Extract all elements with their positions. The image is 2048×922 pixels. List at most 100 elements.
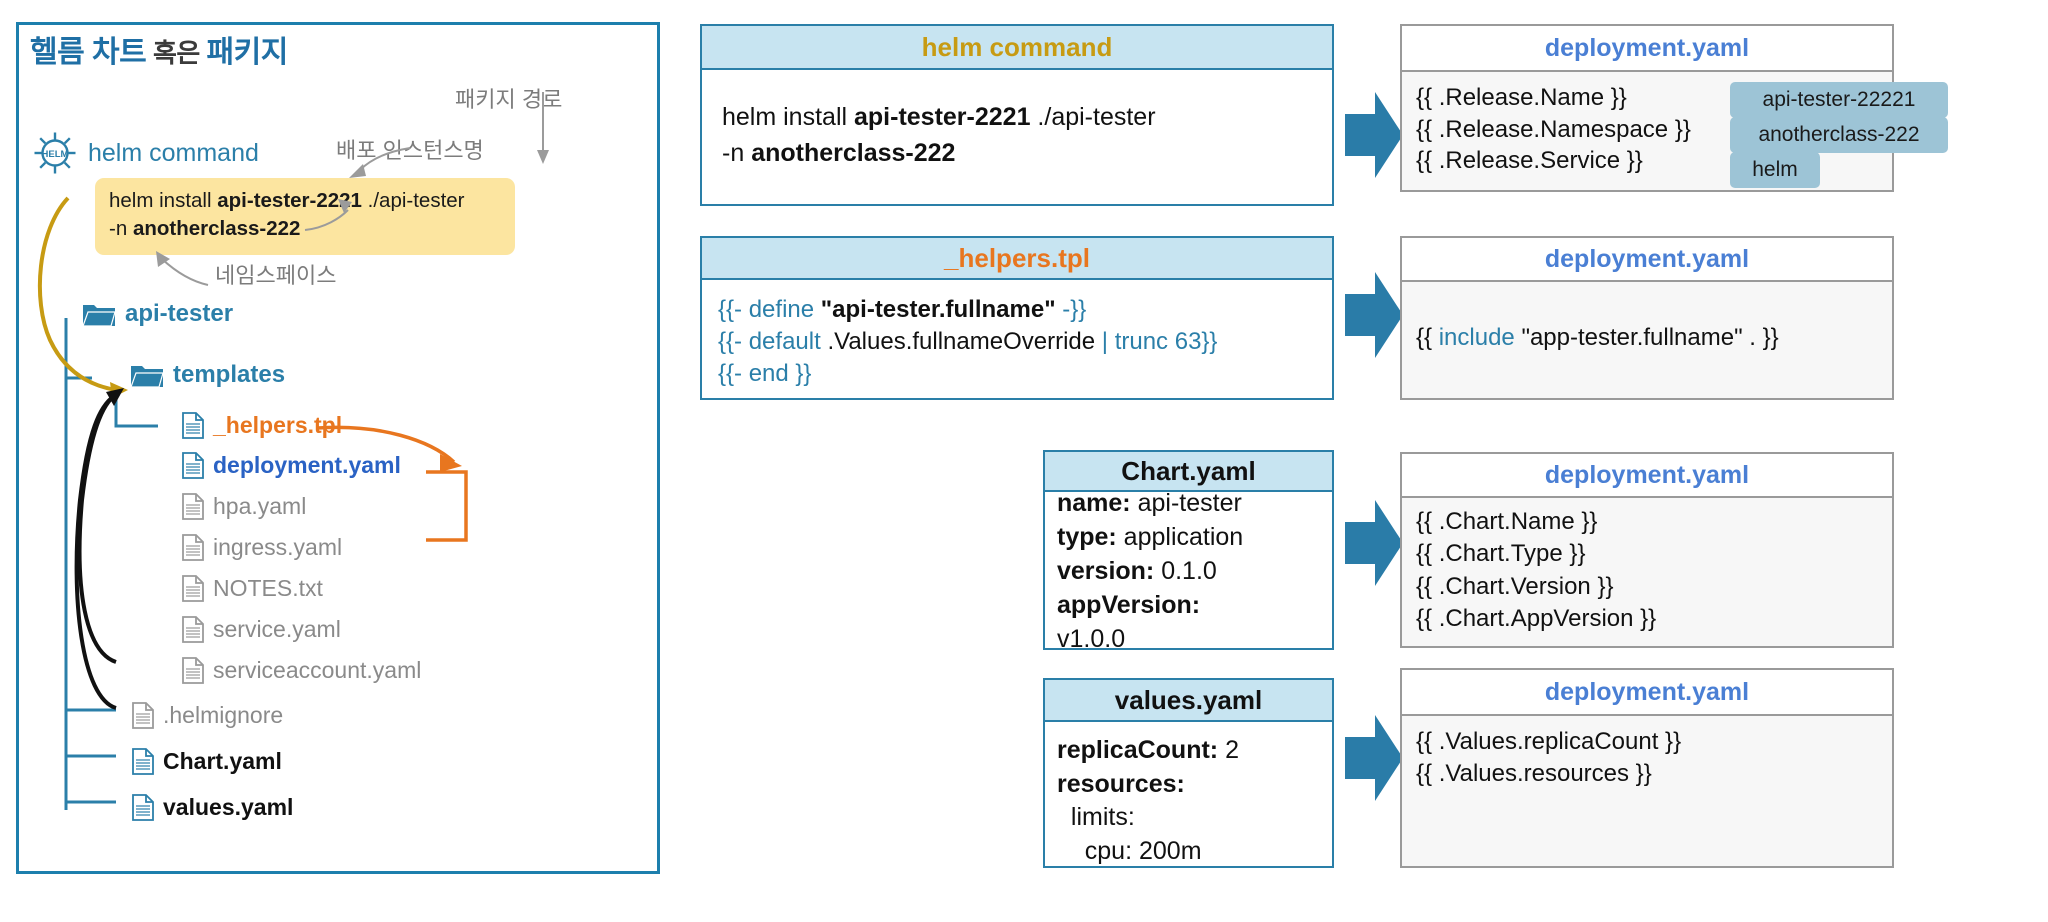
helm-command-heading: HELM helm command bbox=[32, 130, 259, 176]
orange-flow-arrow bbox=[317, 425, 468, 542]
badge-release-namespace: anotherclass-222 bbox=[1730, 117, 1948, 153]
card-helpers-tpl: _helpers.tpl {{- define "api-tester.full… bbox=[700, 236, 1334, 400]
file-icon bbox=[182, 657, 204, 684]
code-line: {{ .Release.Name }} bbox=[1416, 84, 1627, 111]
page-title-part1: 헬름 차트 bbox=[30, 36, 147, 69]
tree-row-serviceaccount-yaml[interactable]: serviceaccount.yaml bbox=[182, 657, 421, 684]
annotation-package-path: 패키지 경로 bbox=[455, 87, 563, 112]
card-body: {{- define "api-tester.fullname" -}} {{-… bbox=[702, 280, 1332, 398]
card-title: deployment.yaml bbox=[1402, 26, 1892, 72]
tree-row-helmignore[interactable]: .helmignore bbox=[132, 702, 283, 729]
flow-arrow-icon bbox=[1345, 715, 1403, 801]
card-values-yaml: values.yaml replicaCount: 2 resources: l… bbox=[1043, 678, 1334, 868]
card-output-release: deployment.yaml {{ .Release.Name }} {{ .… bbox=[1400, 24, 1948, 192]
file-icon bbox=[132, 702, 154, 729]
code-line: {{ .Release.Service }} bbox=[1416, 147, 1643, 175]
code-line: limits: bbox=[1057, 803, 1135, 831]
helm-command-label: helm command bbox=[88, 138, 259, 167]
file-icon bbox=[182, 616, 204, 643]
callout-line-1: helm install api-tester-2221 ./api-teste… bbox=[109, 189, 465, 212]
tree-label: NOTES.txt bbox=[213, 575, 323, 601]
code-line: version: 0.1.0 bbox=[1057, 557, 1217, 585]
tree-row-helpers-tpl[interactable]: _helpers.tpl bbox=[182, 412, 342, 439]
code-line: resources: bbox=[1057, 769, 1185, 798]
code-line: {{- end }} bbox=[718, 359, 812, 387]
card-output-include: deployment.yaml {{ include "app-tester.f… bbox=[1400, 236, 1894, 400]
card-body: {{ .Release.Name }} {{ .Release.Namespac… bbox=[1402, 72, 1948, 190]
card-output-chart: deployment.yaml {{ .Chart.Name }} {{ .Ch… bbox=[1400, 452, 1894, 648]
code-line: {{- define "api-tester.fullname" -}} bbox=[718, 296, 1087, 323]
file-icon bbox=[182, 534, 204, 561]
file-icon bbox=[132, 794, 154, 821]
code-line: helm install api-tester-2221 ./api-teste… bbox=[722, 103, 1156, 131]
tree-connectors bbox=[64, 318, 158, 810]
card-body: {{ include "app-tester.fullname" . }} bbox=[1402, 282, 1892, 402]
card-output-values: deployment.yaml {{ .Values.replicaCount … bbox=[1400, 668, 1894, 868]
annotation-namespace: 네임스페이스 bbox=[215, 263, 337, 288]
code-line: {{ include "app-tester.fullname" . }} bbox=[1416, 324, 1779, 351]
helm-chart-panel bbox=[16, 22, 660, 874]
tree-label: Chart.yaml bbox=[163, 748, 282, 774]
page-title: 헬름 차트 혹은 패키지 bbox=[30, 27, 288, 71]
tree-label: .helmignore bbox=[163, 702, 284, 728]
tree-row-hpa-yaml[interactable]: hpa.yaml bbox=[182, 493, 306, 520]
svg-text:HELM: HELM bbox=[42, 149, 69, 160]
code-line: {{ .Release.Namespace }} bbox=[1416, 115, 1691, 143]
helm-logo-icon: HELM bbox=[32, 130, 78, 176]
tree-row-service-yaml[interactable]: service.yaml bbox=[182, 616, 341, 643]
tree-row-ingress-yaml[interactable]: ingress.yaml bbox=[182, 534, 342, 561]
card-title: deployment.yaml bbox=[1402, 670, 1892, 716]
callout-line-2: -n anotherclass-222 bbox=[109, 217, 301, 241]
annotation-arrows bbox=[304, 92, 549, 231]
tree-label: api-tester bbox=[125, 300, 234, 327]
code-line: {{ .Chart.Type }} bbox=[1416, 540, 1586, 568]
tree-label: _helpers.tpl bbox=[213, 412, 343, 438]
tree-label: templates bbox=[173, 361, 286, 388]
tree-label: serviceaccount.yaml bbox=[213, 657, 422, 683]
code-line: {{ .Chart.Version }} bbox=[1416, 572, 1614, 600]
file-icon bbox=[182, 493, 204, 520]
card-body: {{ .Chart.Name }} {{ .Chart.Type }} {{ .… bbox=[1402, 498, 1892, 650]
tree-row-chart-yaml[interactable]: Chart.yaml bbox=[132, 748, 282, 775]
annotation-release-name: 배포 인스턴스명 bbox=[336, 138, 484, 163]
tree-label: hpa.yaml bbox=[213, 493, 307, 519]
code-line: {{ .Chart.Name }} bbox=[1416, 508, 1598, 535]
badge-release-service: helm bbox=[1730, 152, 1820, 188]
code-line: {{ .Values.replicaCount }} bbox=[1416, 728, 1682, 755]
flow-arrow-icon bbox=[1345, 500, 1403, 586]
code-line: replicaCount: 2 bbox=[1057, 736, 1239, 764]
page-title-part2: 혹은 bbox=[146, 38, 207, 68]
flow-arrow-icon bbox=[1345, 92, 1403, 178]
card-body: name: api-tester type: application versi… bbox=[1045, 492, 1332, 648]
card-title: deployment.yaml bbox=[1402, 454, 1892, 498]
card-title: values.yaml bbox=[1045, 680, 1332, 722]
file-icon bbox=[132, 748, 154, 775]
code-line: v1.0.0 bbox=[1057, 625, 1126, 648]
helm-command-callout: helm install api-tester-2221 ./api-teste… bbox=[95, 178, 515, 255]
tree-label: ingress.yaml bbox=[213, 534, 343, 560]
file-icon bbox=[182, 412, 204, 439]
card-chart-yaml: Chart.yaml name: api-tester type: applic… bbox=[1043, 450, 1334, 650]
page-title-part3: 패키지 bbox=[206, 36, 289, 69]
code-line: {{ .Chart.AppVersion }} bbox=[1416, 605, 1657, 633]
tree-row-values-yaml[interactable]: values.yaml bbox=[132, 794, 293, 821]
tree-label: values.yaml bbox=[163, 794, 294, 820]
tree-label: service.yaml bbox=[213, 616, 341, 642]
badge-release-name: api-tester-22221 bbox=[1730, 82, 1948, 118]
file-icon bbox=[182, 452, 204, 479]
tree-row-api-tester[interactable]: api-tester bbox=[82, 300, 233, 328]
black-flow-arrows bbox=[74, 388, 124, 710]
folder-icon bbox=[130, 362, 164, 388]
code-line: type: application bbox=[1057, 523, 1244, 551]
folder-icon bbox=[82, 301, 116, 327]
file-icon bbox=[182, 575, 204, 602]
code-line: name: api-tester bbox=[1057, 492, 1242, 517]
tree-row-notes-txt[interactable]: NOTES.txt bbox=[182, 575, 323, 602]
tree-row-templates[interactable]: templates bbox=[130, 361, 285, 389]
tree-row-deployment-yaml[interactable]: deployment.yaml bbox=[182, 452, 401, 479]
code-line: cpu: 200m bbox=[1057, 836, 1202, 865]
card-helm-command: helm command helm install api-tester-222… bbox=[700, 24, 1334, 206]
card-title: _helpers.tpl bbox=[702, 238, 1332, 280]
tree-label: deployment.yaml bbox=[213, 452, 401, 478]
card-title: helm command bbox=[702, 26, 1332, 70]
